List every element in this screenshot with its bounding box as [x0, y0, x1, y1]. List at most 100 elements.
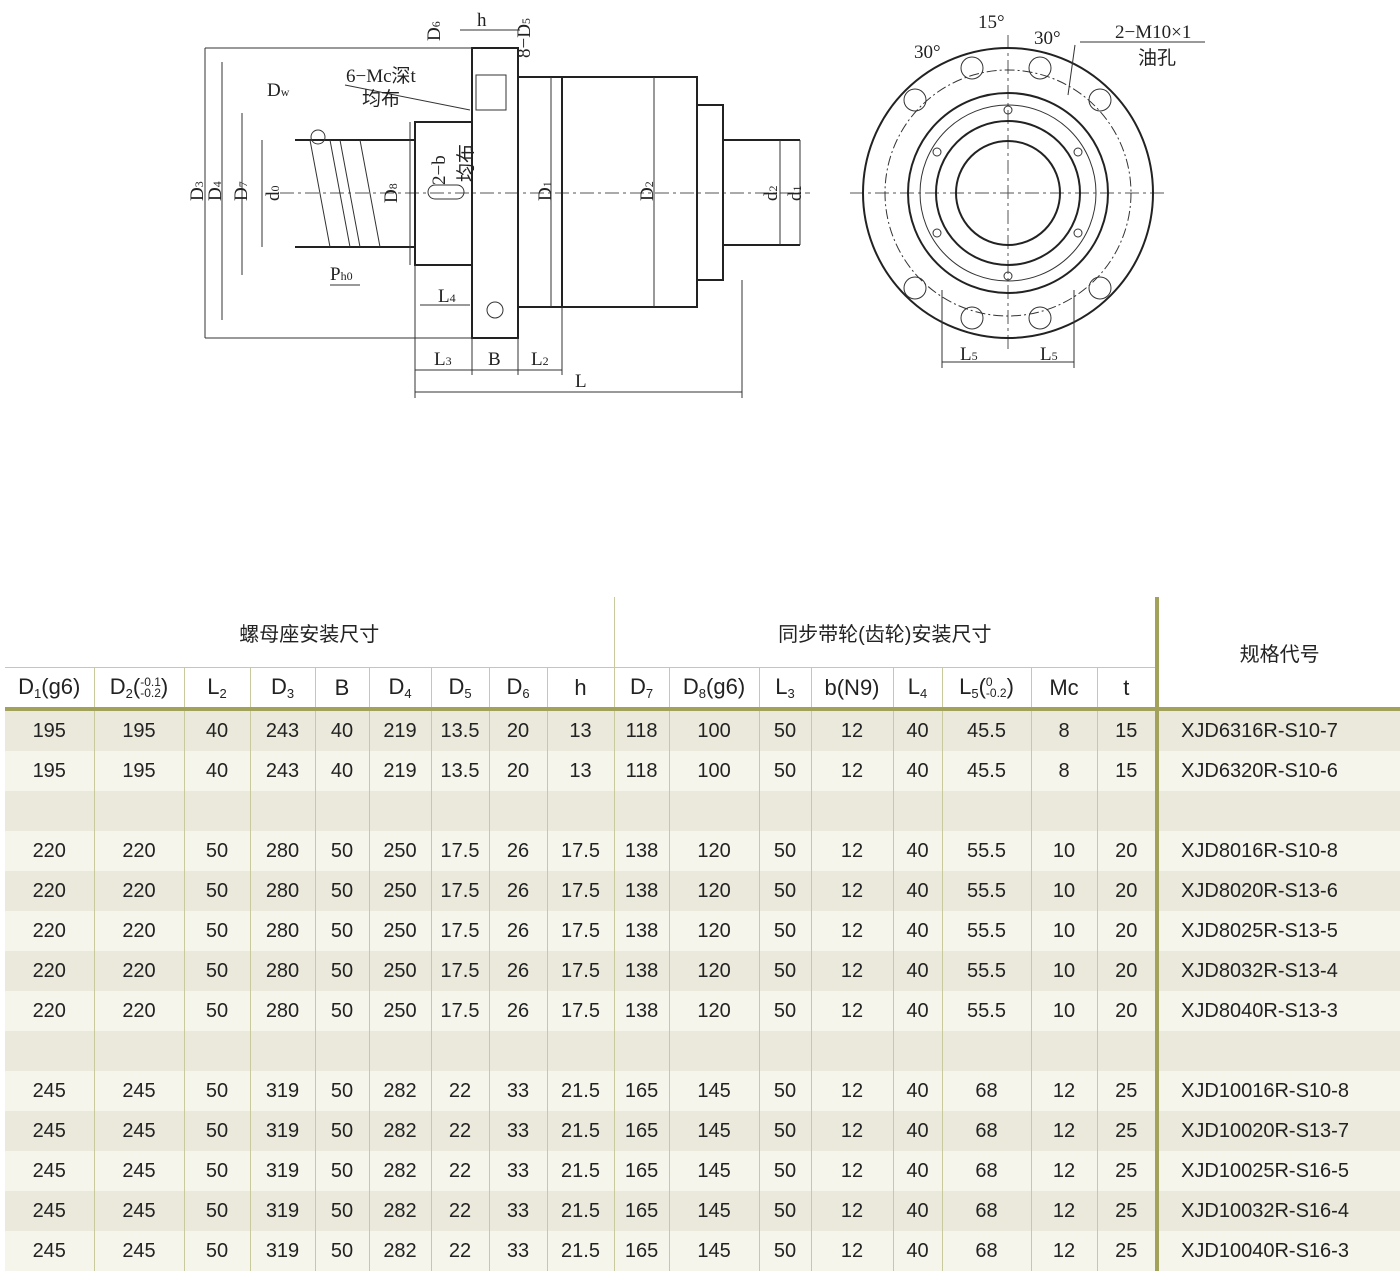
table-cell: 50	[314, 1151, 369, 1191]
table-cell: 220	[93, 831, 184, 871]
label-2-b: 2−b	[429, 155, 450, 185]
table-cell: 50	[314, 831, 369, 871]
table-cell: 280	[249, 991, 315, 1031]
spec-code-cell: XJD10020R-S13-7	[1155, 1111, 1400, 1151]
table-cell: 50	[758, 991, 812, 1031]
table-cell: 40	[314, 709, 369, 751]
table-cell: 10	[1030, 831, 1098, 871]
table-cell: 245	[5, 1151, 94, 1191]
table-cell: 33	[488, 1191, 547, 1231]
spec-code-cell: XJD8032R-S13-4	[1155, 951, 1400, 991]
table-cell: 12	[810, 751, 894, 791]
group-header-nut-seat: 螺母座安装尺寸	[5, 597, 615, 668]
table-cell: 280	[249, 911, 315, 951]
table-cell	[758, 1031, 812, 1071]
label-30deg-right: 30°	[1034, 28, 1061, 49]
table-cell: 50	[183, 871, 250, 911]
group-header-pulley: 同步带轮(齿轮)安装尺寸	[613, 597, 1158, 668]
table-cell: 145	[668, 1231, 760, 1271]
spec-table: 螺母座安装尺寸 同步带轮(齿轮)安装尺寸 规格代号 D1(g6)D2(-0.1-…	[5, 597, 1400, 1271]
table-cell: 12	[810, 1111, 894, 1151]
table-cell: 17.5	[430, 831, 489, 871]
column-header: b(N9)	[810, 667, 894, 711]
label-b-uniform: 均布	[455, 144, 477, 182]
table-cell	[430, 791, 489, 831]
table-cell: 280	[249, 871, 315, 911]
table-cell: 22	[430, 1111, 489, 1151]
table-cell: 195	[5, 709, 94, 751]
column-header: D1(g6)	[5, 667, 94, 711]
table-cell: 17.5	[430, 991, 489, 1031]
table-cell: 13	[546, 751, 615, 791]
table-cell: 40	[892, 1151, 943, 1191]
table-cell: 12	[810, 1151, 894, 1191]
table-cell: 319	[249, 1071, 315, 1111]
table-row	[5, 791, 1400, 831]
table-cell: 22	[430, 1151, 489, 1191]
table-cell: 282	[368, 1111, 431, 1151]
table-cell: 55.5	[941, 951, 1032, 991]
column-header: D3	[249, 667, 315, 711]
table-cell: 219	[368, 709, 431, 751]
table-cell: 282	[368, 1231, 431, 1271]
table-cell: 10	[1030, 991, 1098, 1031]
table-cell: 17.5	[430, 911, 489, 951]
label-D4: D4	[205, 181, 226, 201]
table-cell: 15	[1096, 751, 1158, 791]
table-cell: 40	[892, 831, 943, 871]
table-cell: 40	[892, 1191, 943, 1231]
table-cell: 118	[613, 751, 670, 791]
spec-code-cell: XJD10040R-S16-3	[1155, 1231, 1400, 1271]
table-cell: 138	[613, 871, 670, 911]
column-header: D4	[368, 667, 431, 711]
table-cell: 220	[93, 871, 184, 911]
table-cell: 21.5	[546, 1071, 615, 1111]
table-cell: 20	[1096, 951, 1158, 991]
column-header: L4	[892, 667, 943, 711]
table-cell	[941, 791, 1032, 831]
table-cell: 50	[314, 1191, 369, 1231]
table-cell: 165	[613, 1191, 670, 1231]
table-cell: 195	[5, 751, 94, 791]
table-cell: 50	[183, 991, 250, 1031]
table-cell	[368, 1031, 431, 1071]
table-cell: 250	[368, 991, 431, 1031]
table-cell: 40	[314, 751, 369, 791]
spec-code-cell: XJD8016R-S10-8	[1155, 831, 1400, 871]
table-cell: 12	[1030, 1191, 1098, 1231]
table-cell: 12	[810, 1231, 894, 1271]
table-cell: 40	[183, 709, 250, 751]
table-cell: 243	[249, 709, 315, 751]
table-cell: 50	[758, 1071, 812, 1111]
label-L3: L3	[434, 349, 452, 370]
table-cell: 25	[1096, 1231, 1158, 1271]
label-30deg-left: 30°	[914, 42, 941, 63]
table-cell: 220	[5, 871, 94, 911]
table-cell: 120	[668, 991, 760, 1031]
table-cell: 26	[488, 951, 547, 991]
spec-code-header: 规格代号	[1155, 597, 1400, 711]
table-cell: 145	[668, 1191, 760, 1231]
label-L2: L2	[531, 349, 549, 370]
label-oil-thread: 2−M10×1	[1115, 22, 1191, 43]
table-cell: 195	[93, 709, 184, 751]
table-cell: 50	[183, 831, 250, 871]
table-cell: 12	[810, 1071, 894, 1111]
table-cell: 12	[810, 871, 894, 911]
label-Ph0: Ph0	[330, 264, 353, 285]
table-cell: 12	[1030, 1111, 1098, 1151]
spec-code-cell: XJD10032R-S16-4	[1155, 1191, 1400, 1231]
table-cell: 165	[613, 1071, 670, 1111]
table-cell: 13.5	[430, 709, 489, 751]
table-cell: 50	[314, 1071, 369, 1111]
column-header: D5	[430, 667, 489, 711]
column-header: L2	[183, 667, 250, 711]
table-cell: 40	[892, 911, 943, 951]
spec-code-cell: XJD8040R-S13-3	[1155, 991, 1400, 1031]
table-cell	[613, 791, 670, 831]
table-cell: 245	[93, 1071, 184, 1111]
table-cell: 12	[810, 911, 894, 951]
